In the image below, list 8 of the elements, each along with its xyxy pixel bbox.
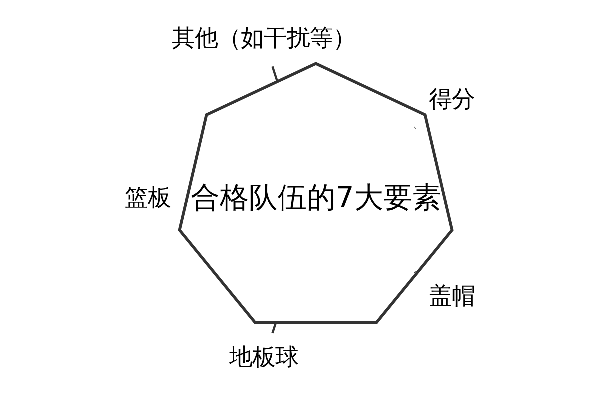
node-text: 盖帽 xyxy=(428,283,474,310)
node-text: 其他（如干扰等） xyxy=(172,24,356,52)
connector xyxy=(271,322,277,334)
node-text: 得分 xyxy=(428,86,474,113)
connector xyxy=(271,66,278,82)
connector xyxy=(414,271,416,274)
node-text: 篮板 xyxy=(124,184,171,212)
node-text: 地板球 xyxy=(229,344,298,372)
